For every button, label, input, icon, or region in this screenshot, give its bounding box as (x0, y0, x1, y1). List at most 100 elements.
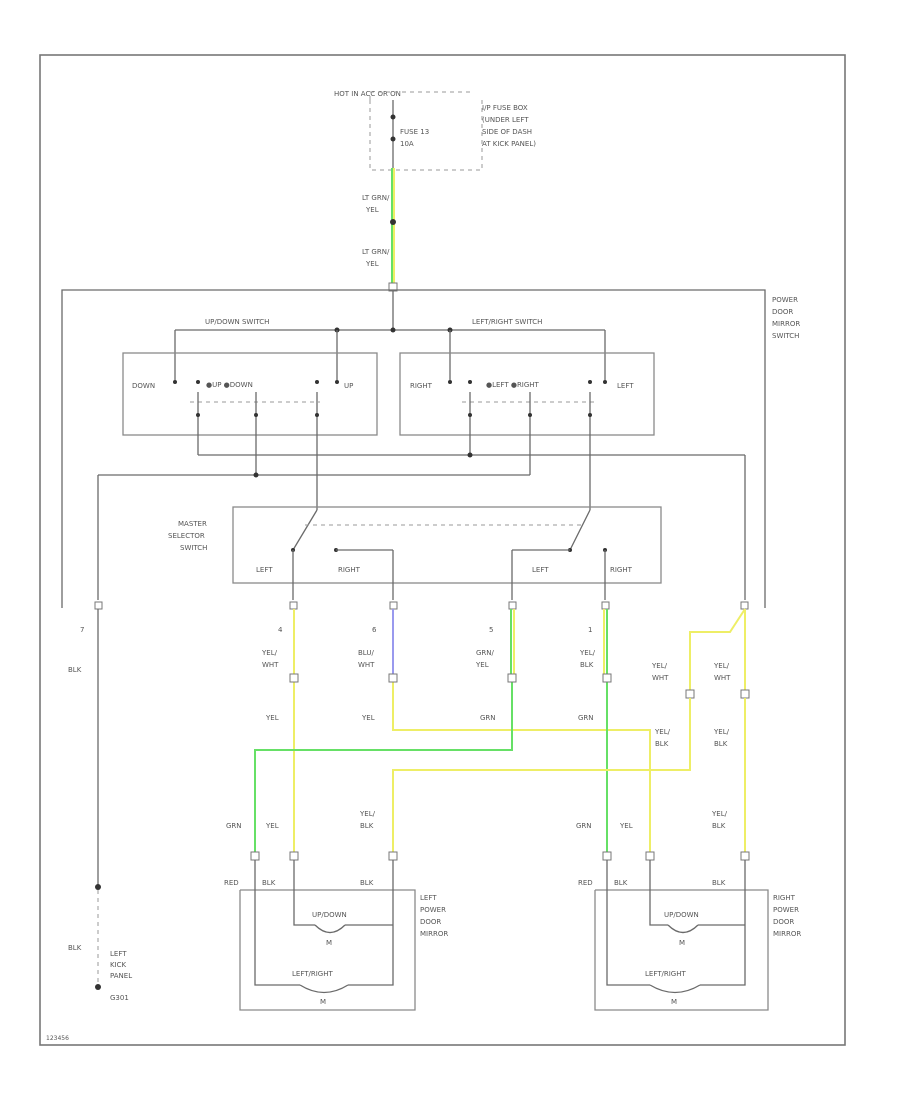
pin5-inline-connector (507, 673, 517, 683)
ground-label-2: KICK (110, 961, 127, 969)
right-mirror-label-2: POWER (773, 906, 799, 914)
power-switch-label-4: SWITCH (772, 332, 799, 340)
fuse-box-label-2: (UNDER LEFT (482, 116, 529, 124)
wire-label-lt-grn-3: LT GRN/ (362, 248, 390, 256)
right-mirror-yb-label-2: BLK (712, 822, 726, 830)
right-mirror-grn-label: GRN (576, 822, 592, 830)
pin5-wire-label-2: YEL (475, 661, 489, 669)
bus-dot-center (390, 327, 396, 333)
left-leftright-motor-m: M (320, 998, 326, 1006)
pin-4-connector (289, 601, 298, 610)
selector-arm-right (569, 509, 591, 551)
up-label: UP (344, 382, 353, 390)
left-mirror-pin-label-2: BLK (262, 879, 276, 887)
extra-wire-label-3: YEL/ (713, 662, 730, 670)
right-mirror-yb-label-1: YEL/ (711, 810, 728, 818)
pin6-wire-label-2: WHT (358, 661, 375, 669)
ground-wire-label-2: BLK (68, 944, 82, 952)
ground-wire-label: BLK (68, 666, 82, 674)
right-label: RIGHT (410, 382, 433, 390)
pin1-wire-label-2: BLK (580, 661, 594, 669)
left-right-switch-box (399, 352, 655, 436)
wire-label-lt-grn-1: LT GRN/ (362, 194, 390, 202)
power-switch-label-3: MIRROR (772, 320, 800, 328)
pin-5-label: 5 (489, 626, 493, 634)
right-mirror-wire-c (700, 860, 746, 986)
fuse-label-2: 10A (400, 140, 414, 148)
pin1-wire-label-1: YEL/ (579, 649, 596, 657)
up-down-contacts-label: ●UP ●DOWN (206, 381, 253, 389)
figure-code: 123456 (46, 1035, 69, 1042)
pin1-wire-label-3: GRN (578, 714, 594, 722)
fuse-box-label-1: I/P FUSE BOX (482, 104, 528, 112)
left-mirror-yb-label-1: YEL/ (359, 810, 376, 818)
pin-4-label: 4 (278, 626, 283, 634)
left-leftright-motor (299, 984, 349, 994)
left-mirror-yb-label-2: BLK (360, 822, 374, 830)
selector-arm-left (292, 509, 318, 551)
ground-label-1: LEFT (110, 950, 127, 958)
wire-label-lt-grn-4: YEL (365, 260, 379, 268)
fuse-terminal-top (390, 114, 396, 120)
right-leftright-motor-m: M (671, 998, 677, 1006)
ground-label-3: PANEL (110, 972, 132, 980)
pin4-wire-label-1: YEL/ (261, 649, 278, 657)
pin6-wire-yellow (392, 682, 651, 852)
right-mirror-label-4: MIRROR (773, 930, 801, 938)
extra-wire-label-2: WHT (652, 674, 669, 682)
pin1-inline-connector (602, 673, 612, 683)
right-mirror-pin-label-2: BLK (614, 879, 628, 887)
left-mirror-label-2: POWER (420, 906, 446, 914)
pin-1-label: 1 (588, 626, 592, 634)
selector-left-2: LEFT (532, 566, 549, 574)
left-updown-motor-m: M (326, 939, 332, 947)
up-down-contact-1 (173, 380, 177, 384)
fuse-box-outline (369, 91, 483, 171)
right-mirror-leftright-label: LEFT/RIGHT (645, 970, 686, 978)
power-switch-label-1: POWER (772, 296, 798, 304)
lr-contact-3 (588, 380, 592, 384)
left-right-contacts-label: ●LEFT ●RIGHT (486, 381, 540, 389)
fuse-box-label-4: AT KICK PANEL) (482, 140, 536, 148)
right-mirror-yel-label: YEL (619, 822, 633, 830)
extra-wire-label-1: YEL/ (651, 662, 668, 670)
pin-1-connector (601, 601, 610, 610)
down-label: DOWN (132, 382, 155, 390)
left-mirror-yel-label: YEL (265, 822, 279, 830)
up-down-contact-4 (335, 380, 339, 384)
left-mirror-updown-label: UP/DOWN (312, 911, 347, 919)
pin5-wire-label-3: GRN (480, 714, 496, 722)
left-label: LEFT (617, 382, 634, 390)
lr-contact-1 (448, 380, 452, 384)
right-updown-motor-m: M (679, 939, 685, 947)
diagram-frame (39, 54, 846, 1046)
pin4-wire-label-2: WHT (262, 661, 279, 669)
left-mirror-pin-3 (388, 851, 398, 861)
right-mirror-pin-3 (740, 851, 750, 861)
left-mirror-pin-label-1: RED (224, 879, 239, 887)
pin6-inline-connector (388, 673, 398, 683)
up-down-contact-2 (196, 380, 200, 384)
fuse-label-1: FUSE 13 (400, 128, 429, 136)
ground-label-4: G301 (110, 994, 129, 1002)
ud-arm-dot-2 (254, 413, 258, 417)
pin-5-connector (508, 601, 517, 610)
extra-connector-left (685, 689, 695, 699)
ud-arm-dot-1 (196, 413, 200, 417)
pin6-wire-label-3: YEL (361, 714, 375, 722)
master-selector-label-3: SWITCH (180, 544, 207, 552)
fuse-terminal-bottom (390, 136, 396, 142)
pin-6-label: 6 (372, 626, 377, 634)
selector-right-1: RIGHT (338, 566, 361, 574)
up-down-contact-3 (315, 380, 319, 384)
left-mirror-wire-b (293, 860, 315, 926)
right-leftright-motor (649, 984, 701, 994)
ground-point (95, 984, 101, 990)
right-mirror-wire-a (606, 860, 650, 986)
pin4-wire-label-3: YEL (265, 714, 279, 722)
power-switch-outline (61, 289, 766, 608)
left-mirror-wire-a (254, 860, 300, 986)
pin5-wire-label-1: GRN/ (476, 649, 495, 657)
right-updown-motor (667, 924, 699, 934)
